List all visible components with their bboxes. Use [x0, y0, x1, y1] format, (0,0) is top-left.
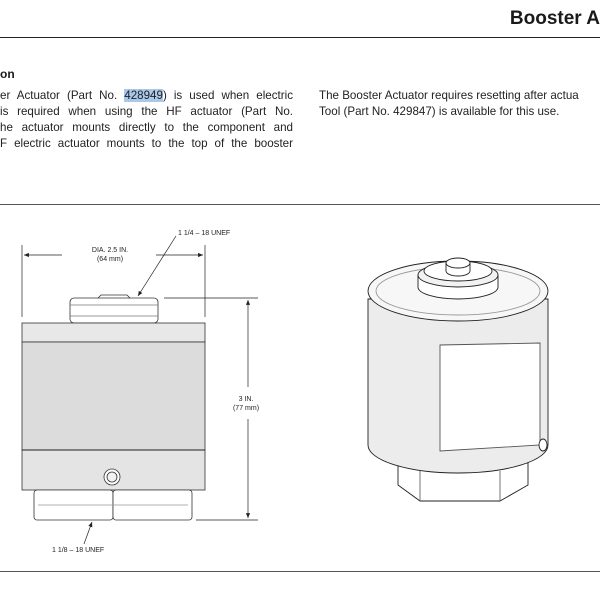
top-thread-callout	[137, 235, 177, 297]
top-thread-label: 1 1/4 – 18 UNEF	[178, 230, 230, 237]
left-line-1: er Actuator (Part No. 428949) is used wh…	[0, 88, 293, 104]
left-text-column: er Actuator (Part No. 428949) is used wh…	[0, 88, 293, 152]
left-line-1-end: ) is used when electric	[162, 89, 293, 102]
left-line-3: he actuator mounts directly to the compo…	[0, 121, 293, 134]
page-header-title: Booster A	[509, 8, 600, 29]
right-line-2: Tool (Part No. 429847) is available for …	[319, 105, 560, 118]
right-line-1: The Booster Actuator requires resetting …	[319, 89, 579, 102]
bottom-thread-label: 1 1/8 – 18 UNEF	[52, 547, 104, 554]
left-line-4: F electric actuator mounts to the top of…	[0, 137, 293, 150]
booster-actuator-figure: DIA. 2.5 IN. (64 mm) 1 1/4 – 18 UNEF 3 I…	[21, 230, 549, 554]
perspective-view-drawing	[367, 257, 549, 502]
bottom-thread-callout	[83, 521, 93, 545]
figure-bottom-rule	[0, 571, 600, 572]
right-text-column: The Booster Actuator requires resetting …	[319, 88, 600, 120]
side-view-drawing	[21, 294, 206, 521]
left-line-1-start: er Actuator (Part No.	[0, 89, 125, 102]
figure-top-rule	[0, 204, 600, 205]
diameter-label: DIA. 2.5 IN.	[92, 247, 128, 254]
height-label: 3 IN.	[239, 396, 254, 403]
diameter-metric-label: (64 mm)	[97, 256, 123, 263]
highlighted-part-number[interactable]: 428949	[124, 89, 163, 102]
header-rule	[0, 37, 600, 38]
height-dimension	[164, 297, 258, 521]
section-heading: on	[0, 67, 15, 81]
left-line-2: is required when using the HF actuator (…	[0, 105, 293, 118]
height-metric-label: (77 mm)	[233, 405, 259, 412]
